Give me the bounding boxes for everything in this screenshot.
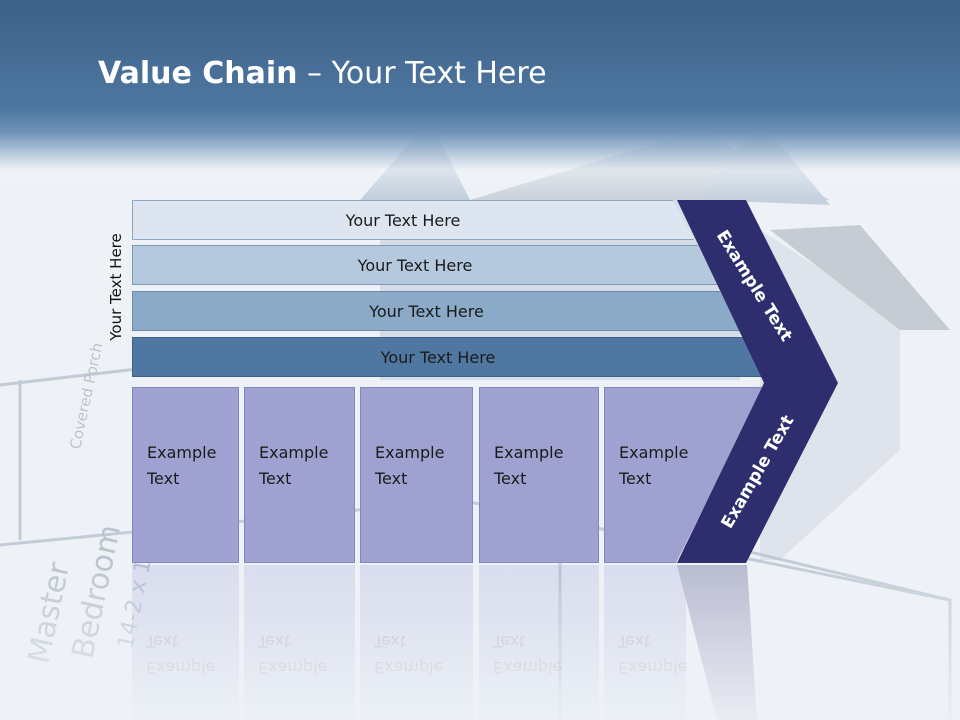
support-bar-label: Your Text Here [380, 347, 496, 367]
activity-line2: Text [375, 469, 408, 488]
support-bar-2: Your Text Here [132, 245, 718, 285]
title-band [0, 0, 960, 200]
support-bar-label: Your Text Here [369, 301, 484, 321]
activity-line1: Example [147, 443, 217, 462]
side-label: Your Text Here [107, 233, 125, 341]
title-rest: – Your Text Here [297, 56, 547, 91]
title-bold: Value Chain [98, 56, 298, 91]
activity-line2: Text [619, 469, 652, 488]
activity-line2: Text [259, 469, 292, 488]
activity-line1: Example [259, 443, 329, 462]
support-bar-label: Your Text Here [357, 255, 473, 275]
support-bar-1: Your Text Here [132, 200, 694, 240]
activity-line1: Example [619, 443, 689, 462]
activity-line1: Example [375, 443, 445, 462]
activity-line1: Example [494, 443, 564, 462]
reflection-fade [0, 560, 960, 720]
slide-title: Value Chain – Your Text Here [98, 56, 547, 91]
support-bar-label: Your Text Here [345, 210, 461, 230]
activity-line2: Text [494, 469, 527, 488]
support-bar-4: Your Text Here [132, 337, 764, 377]
support-bar-3: Your Text Here [132, 291, 741, 331]
activity-line2: Text [147, 469, 180, 488]
